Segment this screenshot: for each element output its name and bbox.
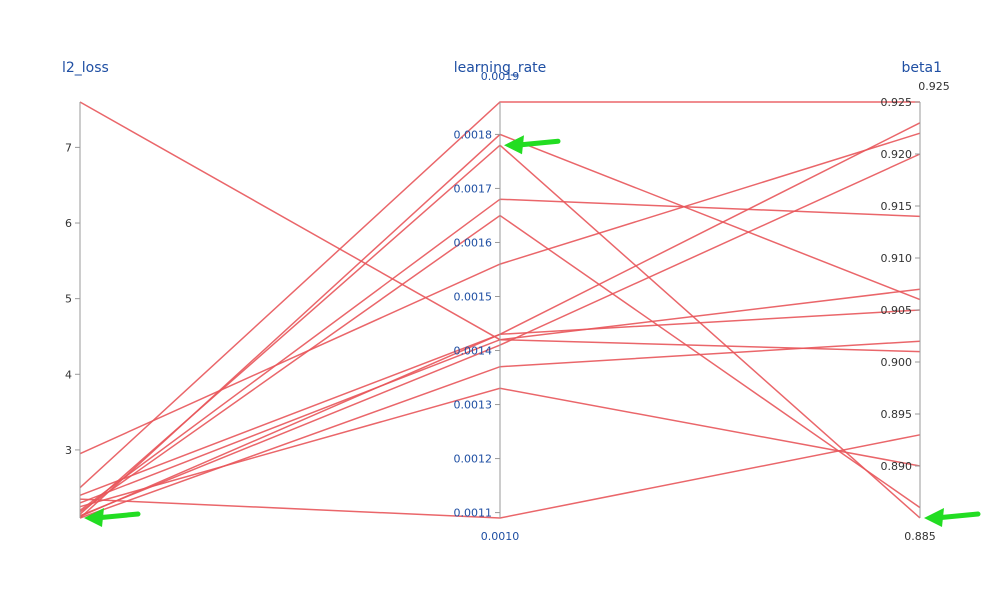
tick-label: 0.0013: [454, 399, 493, 412]
tick-label: 0.0016: [454, 236, 493, 249]
tick-label: 0.0011: [454, 507, 493, 520]
annotations: [84, 135, 981, 527]
axis-title-beta1: beta1: [902, 60, 942, 76]
tick-label: 0.895: [881, 408, 913, 421]
tick-label: 3: [65, 444, 72, 457]
arrow-head: [504, 135, 524, 155]
arrow-head: [84, 508, 104, 527]
highlight-arrow-1: [504, 135, 561, 155]
axis-title-l2_loss: l2_loss: [62, 60, 109, 76]
tick-label: 6: [65, 217, 72, 230]
highlight-arrow-2: [924, 508, 981, 527]
tick-label: 7: [65, 141, 72, 154]
axis-min-label: 0.0010: [481, 530, 520, 543]
tick-label: 0.0014: [454, 345, 493, 358]
tick-label: 0.915: [881, 200, 913, 213]
tick-label: 0.890: [881, 460, 913, 473]
axis-min-label: 0.885: [904, 530, 936, 543]
tick-label: 5: [65, 293, 72, 306]
tick-label: 4: [65, 368, 72, 381]
tick-label: 0.900: [881, 356, 913, 369]
tick-label: 0.920: [881, 148, 913, 161]
tick-label: 0.0015: [454, 290, 493, 303]
tick-label: 0.0012: [454, 453, 493, 466]
tick-label: 0.0018: [454, 128, 493, 141]
tick-label: 0.925: [881, 96, 913, 109]
tick-label: 0.905: [881, 304, 913, 317]
tick-label: 0.0017: [454, 182, 493, 195]
arrow-head: [924, 508, 944, 527]
axis-max-label: 0.0019: [481, 70, 520, 83]
axis-max-label: 0.925: [918, 80, 950, 93]
highlight-arrow-0: [84, 508, 141, 527]
tick-label: 0.910: [881, 252, 913, 265]
axes: l2_loss 3 4 5 6 7 learning_rate 0.0011 0.0012 0.0…: [62, 60, 950, 543]
axis-title-learning_rate: learning_rate: [454, 60, 547, 76]
